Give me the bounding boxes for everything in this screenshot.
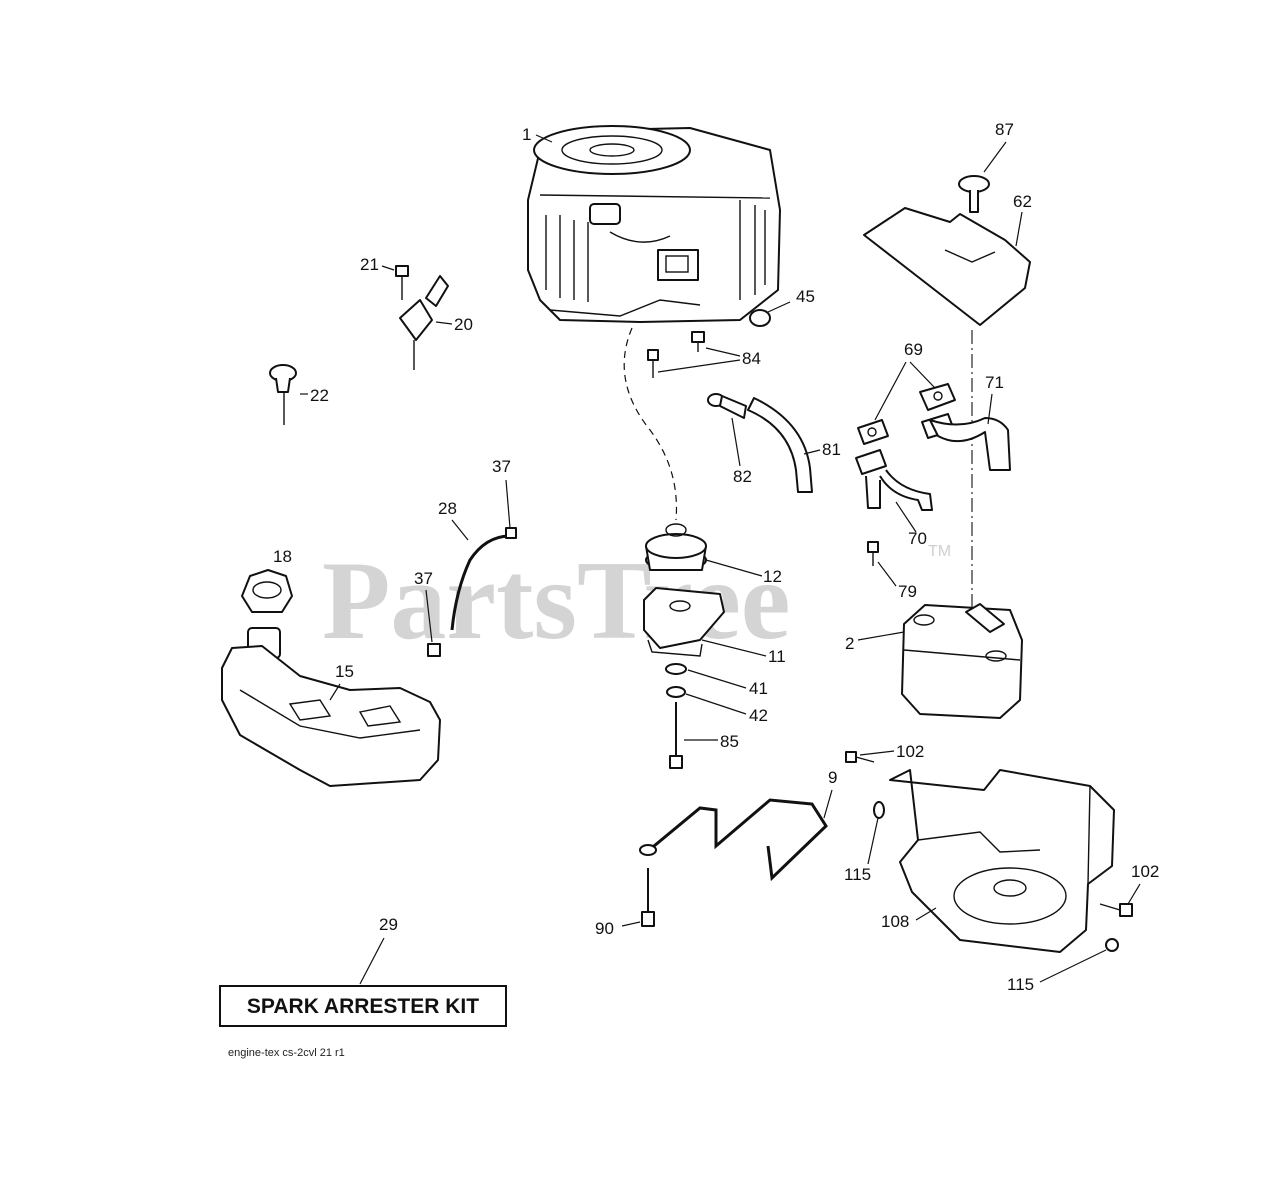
clutch-11-part[interactable] xyxy=(643,587,725,657)
bolt-102-top-part[interactable] xyxy=(845,751,875,763)
plug-45-part[interactable] xyxy=(749,309,771,327)
washer-41-part[interactable] xyxy=(665,663,687,675)
callout-15[interactable]: 15 xyxy=(335,662,354,681)
spark-arrester-kit-label: SPARK ARRESTER KIT xyxy=(247,995,479,1018)
fuel-cap-18-part[interactable] xyxy=(241,569,293,613)
bolt-90-part[interactable] xyxy=(641,868,655,927)
callout-90[interactable]: 90 xyxy=(595,919,614,938)
engine-part[interactable] xyxy=(527,125,781,323)
bolt-79-part[interactable] xyxy=(867,541,879,566)
knob-22-part[interactable] xyxy=(269,364,297,425)
callout-115-right[interactable]: 115 xyxy=(1007,975,1034,994)
fitting-82-part[interactable] xyxy=(707,393,747,419)
callout-85[interactable]: 85 xyxy=(720,732,739,751)
washer-115-right-part[interactable] xyxy=(1105,938,1119,952)
washer-42-part[interactable] xyxy=(666,686,686,698)
pulley-12-part[interactable] xyxy=(645,523,707,571)
callout-37-top[interactable]: 37 xyxy=(492,457,511,476)
bolt-102-right-part[interactable] xyxy=(1099,903,1133,917)
screw-87-part[interactable] xyxy=(958,175,990,213)
spark-arrester-kit-box[interactable]: SPARK ARRESTER KIT xyxy=(219,985,507,1027)
bolt-84-part[interactable] xyxy=(647,331,705,378)
muffler-2-part[interactable] xyxy=(901,603,1023,719)
callout-115-left[interactable]: 115 xyxy=(844,865,871,884)
callout-29[interactable]: 29 xyxy=(379,915,398,934)
callout-20[interactable]: 20 xyxy=(454,315,473,334)
fuel-tank-15-part[interactable] xyxy=(221,627,441,787)
callout-108[interactable]: 108 xyxy=(881,912,909,931)
heat-shield-62-part[interactable] xyxy=(863,207,1031,326)
callout-62[interactable]: 62 xyxy=(1013,192,1032,211)
callout-42[interactable]: 42 xyxy=(749,706,768,725)
callout-28[interactable]: 28 xyxy=(438,499,457,518)
washer-115-left-part[interactable] xyxy=(873,801,885,819)
manifold-70-part[interactable] xyxy=(855,449,933,511)
callout-9[interactable]: 9 xyxy=(828,768,837,787)
exhaust-pipe-71-part[interactable] xyxy=(929,417,1011,471)
footer-code: engine-tex cs-2cvl 21 r1 xyxy=(228,1047,345,1059)
callout-70[interactable]: 70 xyxy=(908,529,927,548)
callout-22[interactable]: 22 xyxy=(310,386,329,405)
housing-108-part[interactable] xyxy=(889,769,1115,953)
tube-81-part[interactable] xyxy=(747,397,813,493)
callout-1[interactable]: 1 xyxy=(522,125,531,144)
callout-81[interactable]: 81 xyxy=(822,440,841,459)
gasket-69-part[interactable] xyxy=(857,383,956,445)
callout-11[interactable]: 11 xyxy=(768,647,786,666)
callout-102-top[interactable]: 102 xyxy=(896,742,924,761)
drag-link-9-part[interactable] xyxy=(639,798,828,882)
callout-2[interactable]: 2 xyxy=(845,634,854,653)
callout-84[interactable]: 84 xyxy=(742,349,761,368)
watermark-tm: TM xyxy=(928,543,951,560)
throttle-bracket-20-part[interactable] xyxy=(395,265,449,370)
callout-45[interactable]: 45 xyxy=(796,287,815,306)
bolt-85-part[interactable] xyxy=(669,702,683,769)
callout-71[interactable]: 71 xyxy=(985,373,1004,392)
assembly-line xyxy=(623,327,678,521)
callout-21[interactable]: 21 xyxy=(360,255,379,274)
callout-69[interactable]: 69 xyxy=(904,340,923,359)
callout-12[interactable]: 12 xyxy=(763,567,782,586)
callout-37-bottom[interactable]: 37 xyxy=(414,569,433,588)
fuel-line-28-part[interactable] xyxy=(427,527,517,657)
callout-87[interactable]: 87 xyxy=(995,120,1014,139)
callout-79[interactable]: 79 xyxy=(898,582,917,601)
callout-82[interactable]: 82 xyxy=(733,467,752,486)
callout-102-right[interactable]: 102 xyxy=(1131,862,1159,881)
callout-18[interactable]: 18 xyxy=(273,547,292,566)
callout-41[interactable]: 41 xyxy=(749,679,768,698)
